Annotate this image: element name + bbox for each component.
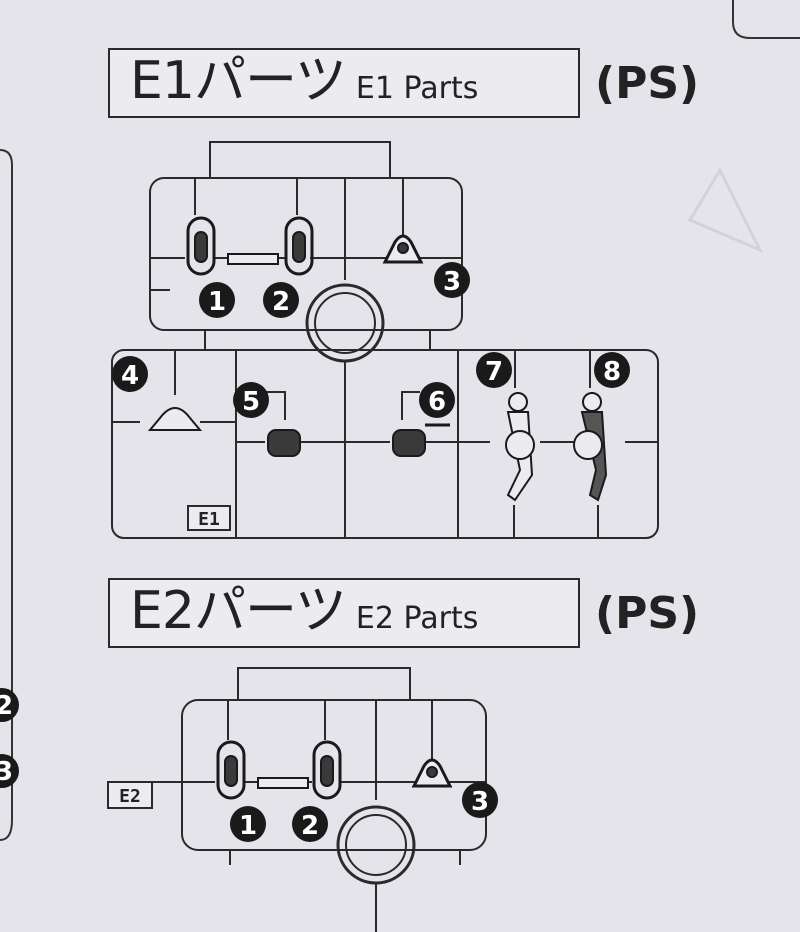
e1-badge-3	[434, 262, 470, 298]
e2-badge-1	[230, 806, 266, 842]
e2-title: E2パーツ	[130, 581, 347, 641]
e1-badge-5	[233, 382, 269, 418]
e2-badge-3	[462, 782, 498, 818]
e2-material: (PS)	[595, 588, 700, 639]
e1-tag-label: E1	[198, 509, 220, 530]
e1-part-4-label: 4	[121, 361, 139, 391]
e1-part-3-label: 3	[443, 267, 461, 297]
e1-badge-4	[112, 356, 148, 392]
left-badge-3	[0, 754, 19, 788]
e1-tag-plate	[187, 505, 231, 531]
e2-tag-plate	[107, 781, 153, 809]
e1-title-box: E1パーツ E1 Parts	[108, 48, 580, 118]
e1-badge-6	[419, 382, 455, 418]
e1-badges	[112, 262, 630, 418]
left-badge-2	[0, 688, 19, 722]
e1-badge-1	[199, 282, 235, 318]
left-badge-2-label: 2	[0, 691, 13, 721]
e1-title: E1パーツ	[130, 51, 347, 111]
e2-badges	[230, 782, 498, 842]
e1-part-1-label: 1	[208, 287, 226, 317]
e1-subtitle: E1 Parts	[355, 71, 479, 106]
e1-part-5-label: 5	[242, 387, 260, 417]
e2-part-2-label: 2	[301, 811, 319, 841]
e2-badge-2	[292, 806, 328, 842]
e2-subtitle: E2 Parts	[355, 601, 479, 636]
e2-part-3-label: 3	[471, 787, 489, 817]
left-badge-3-label: 3	[0, 757, 13, 787]
e1-part-6-label: 6	[428, 387, 446, 417]
e1-part-2-label: 2	[272, 287, 290, 317]
e1-badge-7	[476, 352, 512, 388]
e2-part-1-label: 1	[239, 811, 257, 841]
e1-material: (PS)	[595, 58, 700, 109]
e1-part-8-label: 8	[603, 357, 621, 387]
e2-tag-label: E2	[119, 786, 141, 807]
e1-badge-8	[594, 352, 630, 388]
e2-title-box: E2パーツ E2 Parts	[108, 578, 580, 648]
e1-badge-2	[263, 282, 299, 318]
e1-part-7-label: 7	[485, 357, 503, 387]
